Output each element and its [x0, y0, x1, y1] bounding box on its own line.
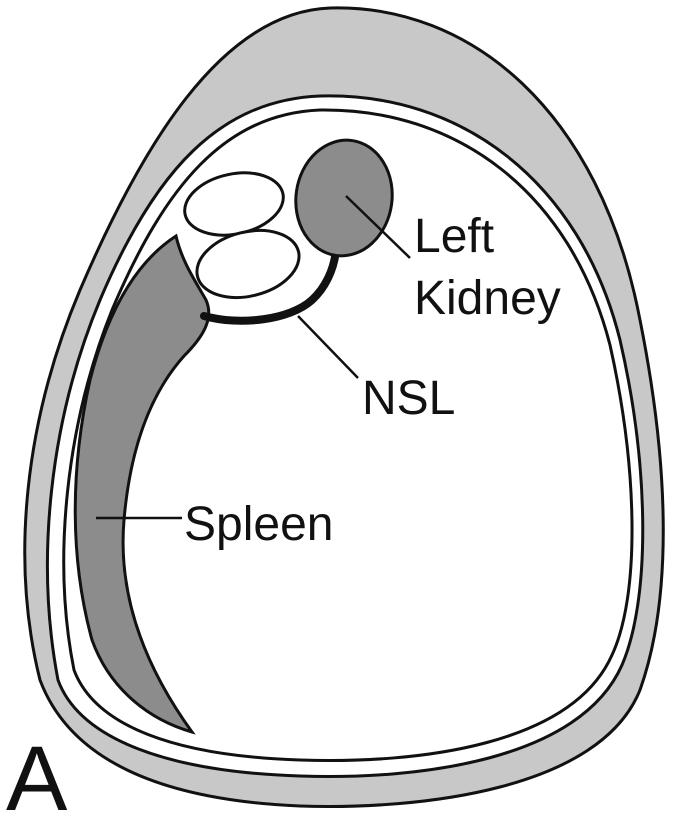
nsl-label: NSL — [362, 372, 455, 425]
left-kidney-label-line1: Left — [414, 210, 494, 263]
spleen-label: Spleen — [184, 498, 333, 551]
left-kidney-label-line2: Kidney — [414, 272, 561, 325]
panel-label: A — [6, 728, 68, 818]
